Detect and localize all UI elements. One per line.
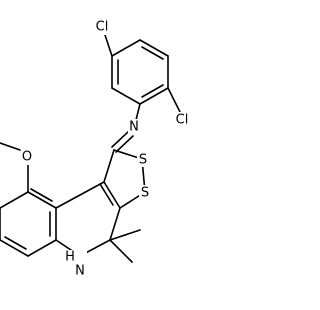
atom-s-upper: S (137, 152, 149, 168)
bond-c-cl-top (103, 31, 113, 57)
atom-s-lower: S (139, 185, 151, 201)
bond-benzo-e (27, 239, 57, 257)
atom-o-methoxy: O (21, 150, 34, 165)
atom-label-layer: Cl Cl N S S O H N (21, 20, 192, 279)
atom-label-n-amine: N (75, 264, 85, 279)
bond-aryl-n (135, 103, 141, 121)
atom-label-n-imine: N (129, 120, 139, 135)
bond-benzo-b (0, 191, 29, 209)
bond-c4-c9b-inner (99, 183, 114, 206)
bond-ring-d (139, 87, 169, 105)
bond-c9b-c1 (103, 149, 115, 183)
atom-label-cl-right: Cl (176, 113, 189, 128)
atom-label-o-methoxy: O (22, 150, 32, 165)
atom-label-h-amine: H (65, 250, 75, 265)
bond-methyl-2 (109, 239, 133, 263)
bond-benzo-d-inner (4, 236, 27, 250)
bond-benzo-a-inner (30, 188, 53, 202)
bond-c4-c9b (103, 181, 121, 209)
bond-layer (0, 31, 181, 263)
bond-c4-c5 (109, 207, 121, 241)
bond-c9a-c9b (55, 181, 105, 209)
chemical-structure-diagram: Cl Cl N S S O H N (0, 19, 192, 279)
bond-ring-d-inner (141, 84, 164, 98)
bond-ring-b (139, 39, 169, 57)
atom-label-s-upper: S (139, 153, 147, 168)
bond-n-c-double-2 (115, 135, 134, 153)
bond-ring-e (111, 87, 141, 105)
bond-methyl-1 (109, 229, 141, 241)
atom-label-cl-top: Cl (96, 20, 109, 35)
bond-benzo-d (0, 239, 29, 257)
atom-label-s-lower: S (141, 186, 149, 201)
bond-n-c-double-1 (111, 130, 130, 148)
bond-benzo-a (27, 191, 57, 209)
atom-n-imine: N (128, 119, 140, 135)
atom-cl-right: Cl (172, 112, 192, 128)
atom-cl-top: Cl (92, 20, 112, 35)
bond-o-ch3 (0, 142, 21, 151)
bond-c-cl-right (167, 87, 181, 113)
atom-nh-amine: H N (63, 250, 87, 279)
bond-ring-b-inner (141, 46, 164, 60)
bond-ring-a (111, 39, 141, 57)
